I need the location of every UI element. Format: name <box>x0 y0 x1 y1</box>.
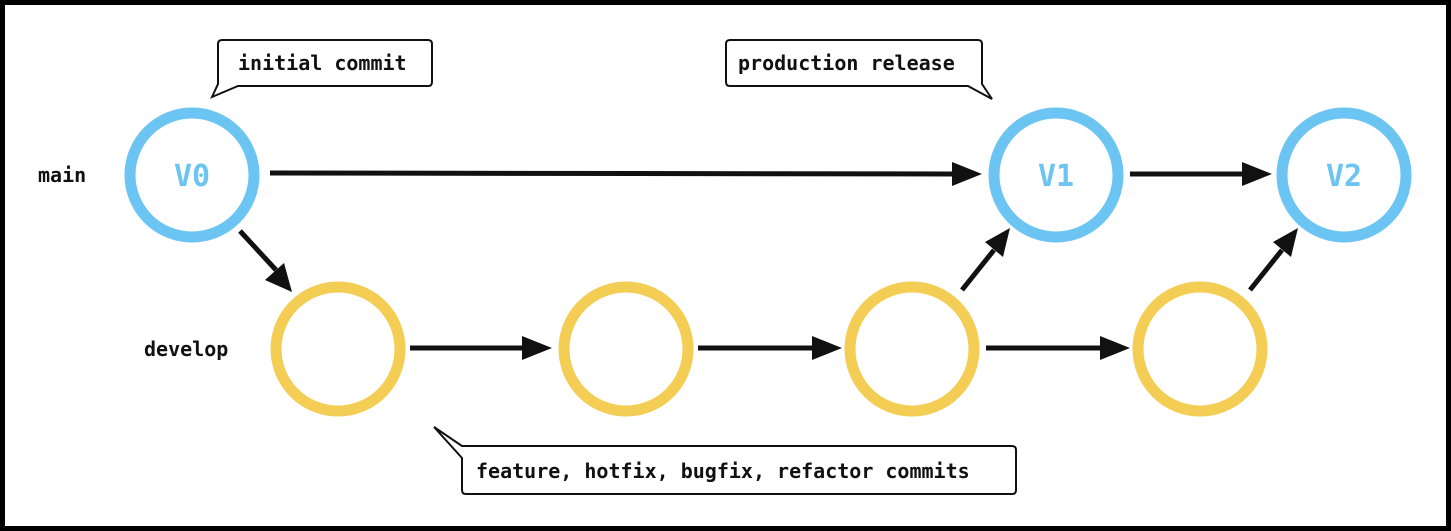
callout-bubble <box>433 426 1017 495</box>
arrowhead-v0-to-develop <box>265 263 292 292</box>
commit-circle <box>844 281 980 417</box>
arrowhead-v0-to-v1 <box>952 162 982 186</box>
develop-branch-label: develop <box>144 337 228 361</box>
commit-circle <box>558 281 694 417</box>
commit-circle <box>1276 107 1412 243</box>
arrowhead-dev3-to-v1 <box>985 228 1010 257</box>
develop-commit-4 <box>1132 281 1268 417</box>
commit-circle <box>988 107 1124 243</box>
main-commit-v0: V0 <box>124 107 260 243</box>
develop-commit-1 <box>270 281 406 417</box>
arrowhead-dev2-to-dev3 <box>812 336 842 360</box>
callout-bubble <box>210 39 433 99</box>
arrow-dev3-to-v1 <box>960 248 996 292</box>
arrow-v0-to-develop <box>238 229 278 272</box>
main-branch-label: main <box>38 163 86 187</box>
callout-initial-commit: initial commit <box>210 39 433 99</box>
callout-text: initial commit <box>238 51 407 75</box>
edges <box>238 162 1298 360</box>
arrowhead-v1-to-v2 <box>1242 162 1272 186</box>
arrow-dev4-to-v2 <box>1248 248 1284 292</box>
commit-label: V0 <box>174 159 210 194</box>
commit-label: V1 <box>1038 159 1074 194</box>
callout-develop-commits: feature, hotfix, bugfix, refactor commit… <box>433 426 1017 495</box>
callout-text: production release <box>738 51 955 75</box>
commit-circle <box>124 107 260 243</box>
commit-label: V2 <box>1326 159 1362 194</box>
main-commit-v2: V2 <box>1276 107 1412 243</box>
develop-commit-3 <box>844 281 980 417</box>
develop-commit-2 <box>558 281 694 417</box>
arrow-v0-to-v1 <box>269 170 953 177</box>
commit-circle <box>270 281 406 417</box>
callout-bubble <box>725 39 993 100</box>
arrowhead-dev1-to-dev2 <box>522 336 552 360</box>
arrowhead-dev3-to-dev4 <box>1100 336 1130 360</box>
callout-production-release: production release <box>725 39 993 100</box>
commit-circle <box>1132 281 1268 417</box>
main-commit-v1: V1 <box>988 107 1124 243</box>
arrowhead-dev4-to-v2 <box>1273 228 1298 257</box>
callout-text: feature, hotfix, bugfix, refactor commit… <box>476 459 970 483</box>
